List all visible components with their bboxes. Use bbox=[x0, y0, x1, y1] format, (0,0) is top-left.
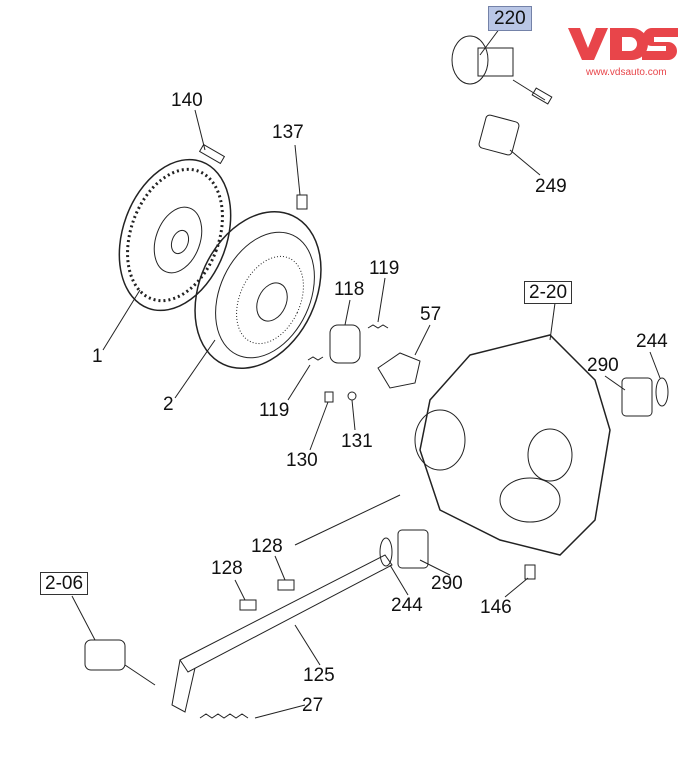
part-128-label-2[interactable]: 128 bbox=[211, 558, 243, 579]
spring-119a bbox=[367, 324, 389, 329]
part-146-label[interactable]: 146 bbox=[480, 597, 512, 618]
part-125-label[interactable]: 125 bbox=[303, 665, 335, 686]
key-128b bbox=[277, 579, 295, 591]
part-140-label[interactable]: 140 bbox=[171, 90, 203, 111]
spring-119b bbox=[307, 356, 324, 361]
part-119-label[interactable]: 119 bbox=[369, 258, 400, 279]
part-128-label[interactable]: 128 bbox=[251, 536, 283, 557]
fork-57 bbox=[377, 352, 421, 389]
logo-url: www.vdsauto.com bbox=[586, 67, 667, 78]
part-137-label[interactable]: 137 bbox=[272, 122, 304, 143]
ref-2-06-label[interactable]: 2-06 bbox=[40, 572, 89, 595]
part-249-label[interactable]: 249 bbox=[535, 176, 567, 197]
clutch-disc bbox=[118, 158, 232, 312]
vds-logo bbox=[568, 28, 678, 60]
spring-27 bbox=[199, 713, 249, 719]
part-2-label[interactable]: 2 bbox=[163, 394, 174, 415]
part-244-label[interactable]: 244 bbox=[636, 331, 668, 352]
stud-140 bbox=[198, 143, 226, 165]
part-1-label[interactable]: 1 bbox=[92, 346, 103, 367]
part-130-label[interactable]: 130 bbox=[286, 450, 318, 471]
gasket-249 bbox=[478, 114, 520, 156]
part-220-label[interactable]: 220 bbox=[488, 6, 532, 31]
seal-244b bbox=[379, 537, 393, 567]
pressure-plate bbox=[194, 210, 322, 370]
part-119-label-2[interactable]: 119 bbox=[259, 400, 290, 421]
bearing-290a bbox=[621, 377, 653, 417]
part-118-label[interactable]: 118 bbox=[334, 279, 365, 300]
key-128a bbox=[239, 599, 257, 611]
actuator-220 bbox=[451, 35, 553, 105]
lever bbox=[171, 659, 196, 713]
part-131-label[interactable]: 131 bbox=[341, 431, 373, 452]
part-57-label[interactable]: 57 bbox=[420, 304, 442, 325]
seal-244a bbox=[655, 377, 669, 407]
bearing-290b bbox=[397, 529, 429, 569]
bolt-130 bbox=[324, 391, 334, 403]
part-27-label[interactable]: 27 bbox=[302, 695, 324, 716]
bolt-146 bbox=[524, 564, 536, 580]
clutch-housing bbox=[419, 334, 611, 556]
part-244-label-2[interactable]: 244 bbox=[391, 595, 423, 616]
washer-131 bbox=[347, 391, 357, 401]
ref-2-20-label[interactable]: 2-20 bbox=[524, 281, 573, 304]
bolt-137 bbox=[296, 194, 308, 210]
release-bearing-118 bbox=[329, 324, 361, 364]
part-290-label[interactable]: 290 bbox=[587, 355, 619, 376]
slave-cylinder-2-06 bbox=[84, 639, 156, 686]
part-290-label-2[interactable]: 290 bbox=[431, 573, 463, 594]
shaft-125 bbox=[179, 554, 393, 673]
